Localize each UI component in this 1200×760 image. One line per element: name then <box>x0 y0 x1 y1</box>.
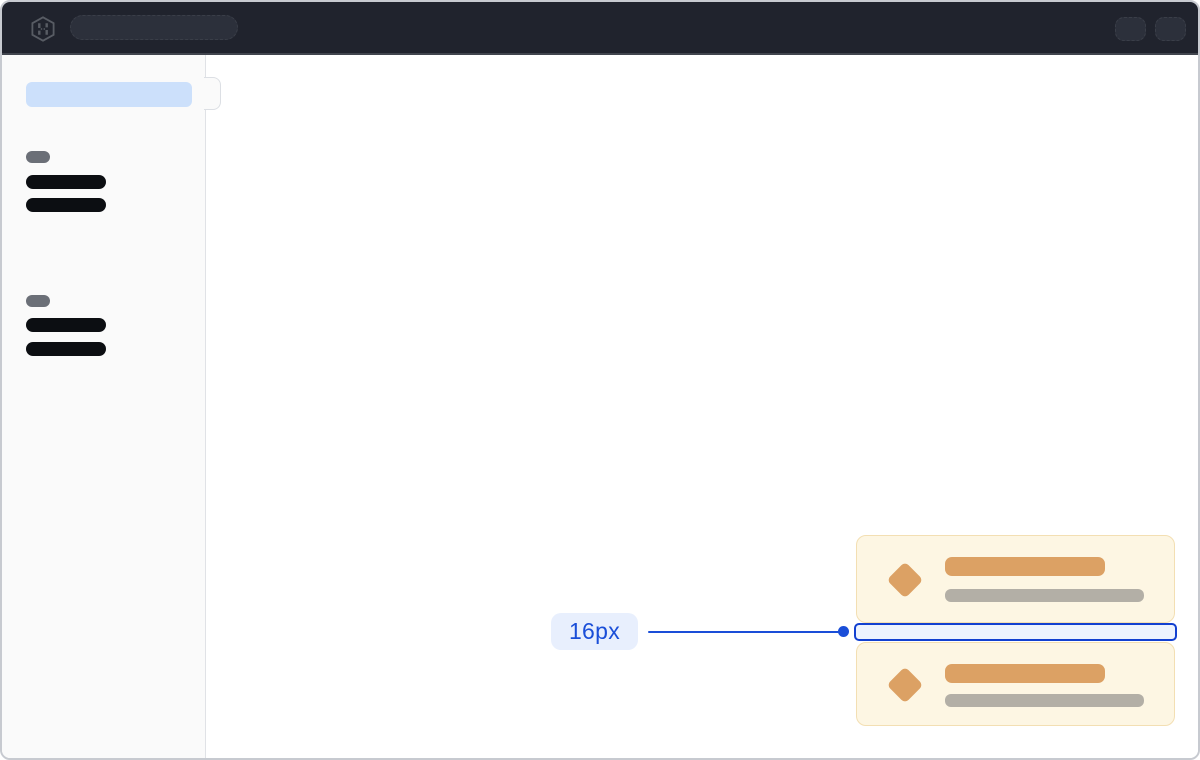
sidebar-group-label-skeleton <box>26 151 50 163</box>
diamond-icon <box>886 561 924 599</box>
card-subtitle-skeleton <box>945 694 1144 707</box>
list-card[interactable] <box>856 642 1175 726</box>
spacing-gap-highlight <box>854 623 1177 641</box>
sidebar <box>2 55 206 758</box>
sidebar-item-skeleton[interactable] <box>26 318 106 332</box>
top-nav-bar <box>2 2 1198 55</box>
diamond-icon <box>886 666 924 704</box>
sidebar-item-skeleton[interactable] <box>26 342 106 356</box>
spacing-label: 16px <box>551 613 638 650</box>
card-subtitle-skeleton <box>945 589 1144 602</box>
sidebar-item-skeleton[interactable] <box>26 198 106 212</box>
list-card[interactable] <box>856 535 1175 623</box>
measure-line <box>648 631 840 634</box>
global-search-skeleton[interactable] <box>70 15 238 40</box>
user-menu-skeleton[interactable] <box>1155 17 1186 41</box>
card-title-skeleton <box>945 664 1105 683</box>
help-menu-skeleton[interactable] <box>1115 17 1146 41</box>
measure-dot <box>838 626 849 637</box>
card-title-skeleton <box>945 557 1105 576</box>
hashicorp-logo-icon <box>30 16 56 42</box>
sidebar-active-item-skeleton[interactable] <box>26 82 192 107</box>
sidebar-item-skeleton[interactable] <box>26 175 106 189</box>
sidebar-group-label-skeleton <box>26 295 50 307</box>
sidebar-collapse-toggle[interactable] <box>204 77 221 110</box>
